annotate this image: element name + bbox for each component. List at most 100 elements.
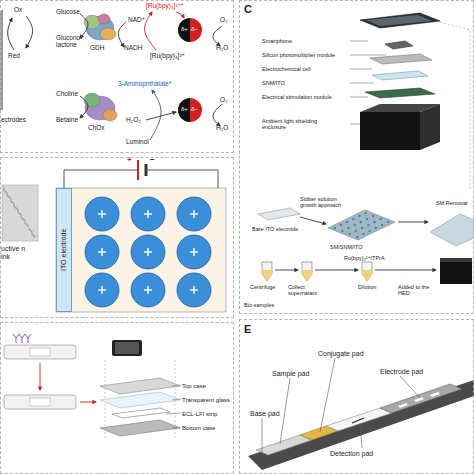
label-text: [Ru(bpy)₃]³⁺ xyxy=(150,52,185,59)
pore-dot xyxy=(358,215,360,217)
texture-dot xyxy=(11,201,13,203)
pore-dot xyxy=(361,227,363,229)
pore-dot xyxy=(347,227,349,229)
dashed-guide xyxy=(440,22,470,190)
label-text: δ+ xyxy=(181,26,188,33)
label-text: SM/SNM/ITO xyxy=(330,244,363,250)
pore-dot xyxy=(387,221,389,223)
charged-particle xyxy=(85,235,119,269)
pore-dot xyxy=(373,221,375,223)
label-text: Ru(bpy)₃²⁺/TPrA xyxy=(344,255,385,261)
label-text: H₂O xyxy=(216,124,228,131)
stimulation-board xyxy=(365,88,435,98)
cell-container xyxy=(56,188,226,312)
label-text: SM Removal xyxy=(436,200,467,206)
leader-line xyxy=(350,83,374,84)
enclosure-side xyxy=(420,104,440,150)
wire xyxy=(146,170,218,188)
flow-arrow xyxy=(176,12,184,18)
label-text: − xyxy=(150,156,155,165)
label-text: 3-Aminophthalate* xyxy=(118,80,171,87)
texture-dot xyxy=(20,214,22,216)
pore-dot xyxy=(368,230,370,232)
electrode-contact xyxy=(430,392,440,397)
lfi-strip xyxy=(112,408,170,418)
texture-dot xyxy=(24,222,26,224)
texture-dot xyxy=(12,202,14,204)
leader-line xyxy=(280,378,290,444)
pore-dot xyxy=(367,224,369,226)
flow-arrow xyxy=(150,90,161,140)
charge-symbol xyxy=(193,286,194,294)
top-case xyxy=(100,378,180,394)
label-text: + xyxy=(127,156,132,165)
label-text: SNM/ITO xyxy=(262,80,285,86)
texture-dot xyxy=(25,223,27,225)
leader-line xyxy=(172,385,181,386)
detection-pad xyxy=(326,408,392,431)
label-text: Betaine xyxy=(56,116,78,123)
texture-dot xyxy=(14,206,16,208)
label-text: δ− xyxy=(191,26,198,33)
wire xyxy=(64,170,138,188)
flow-arrow xyxy=(40,363,41,390)
texture-dot xyxy=(10,198,12,200)
label-text: Added to the HED xyxy=(398,284,440,296)
sample-tube xyxy=(302,262,312,281)
texture-dot xyxy=(6,194,8,196)
texture-dot xyxy=(13,205,15,207)
enzyme-blob xyxy=(100,28,116,40)
label-text: Base pad xyxy=(250,410,280,418)
label-text: Electrode pad xyxy=(380,368,423,376)
leader-line xyxy=(350,97,368,98)
electrode-contact xyxy=(398,403,408,408)
texture-dot xyxy=(26,224,28,226)
label-text: O₂ xyxy=(220,16,228,23)
label-text: Bare ITO electrode xyxy=(252,226,302,232)
label-text: Sample pad xyxy=(272,370,309,378)
flow-arrow xyxy=(8,18,14,50)
lfi-cassette xyxy=(4,345,76,359)
ito-slide xyxy=(258,208,300,220)
label-text: Transparent glass xyxy=(182,397,230,404)
label-text: GDH xyxy=(90,44,104,51)
label-text: Centrifuge xyxy=(250,284,275,290)
smartphone-screen xyxy=(366,15,432,26)
texture-dot xyxy=(4,190,6,192)
panel-frame: EConjugate padSample padElectrode padBas… xyxy=(239,319,474,474)
enclosure-front xyxy=(360,112,420,150)
flow-arrow xyxy=(80,402,96,403)
charge-symbol xyxy=(101,210,102,218)
texture-dot xyxy=(33,235,35,237)
label-text: Collect supernatant xyxy=(288,284,328,296)
texture-dot xyxy=(17,209,19,211)
flow-arrow xyxy=(398,222,428,223)
pore-dot xyxy=(372,215,374,217)
pore-dot xyxy=(334,227,336,229)
antibody-symbol xyxy=(25,334,31,343)
leader-line xyxy=(172,399,181,400)
label-text: uctive n ink xyxy=(1,245,27,260)
panel-frame: CSmartphoneSilicon photomultiplier modul… xyxy=(239,0,474,314)
pore-dot xyxy=(352,218,354,220)
pore-dot xyxy=(349,233,351,235)
smartphone-screen xyxy=(115,342,139,354)
leader-line xyxy=(166,413,181,414)
paper-texture xyxy=(2,185,38,241)
charged-particle xyxy=(131,273,165,307)
tube-liquid xyxy=(302,270,312,281)
electrode-box: ITO electrode xyxy=(56,188,72,312)
antibody-symbol xyxy=(13,334,19,343)
pore-dot xyxy=(366,218,368,220)
label-text: O₂ xyxy=(220,96,228,103)
label-text: Detection pad xyxy=(330,450,373,458)
cassette-window xyxy=(30,398,50,406)
charge-symbol xyxy=(101,286,102,294)
leader-line xyxy=(262,418,263,458)
texture-dot xyxy=(31,233,33,235)
porous-chip xyxy=(328,210,395,240)
texture-dot xyxy=(30,230,32,232)
texture-dot xyxy=(19,213,21,215)
charge-symbol xyxy=(147,286,148,294)
label-text: NAD⁺ xyxy=(128,16,145,23)
